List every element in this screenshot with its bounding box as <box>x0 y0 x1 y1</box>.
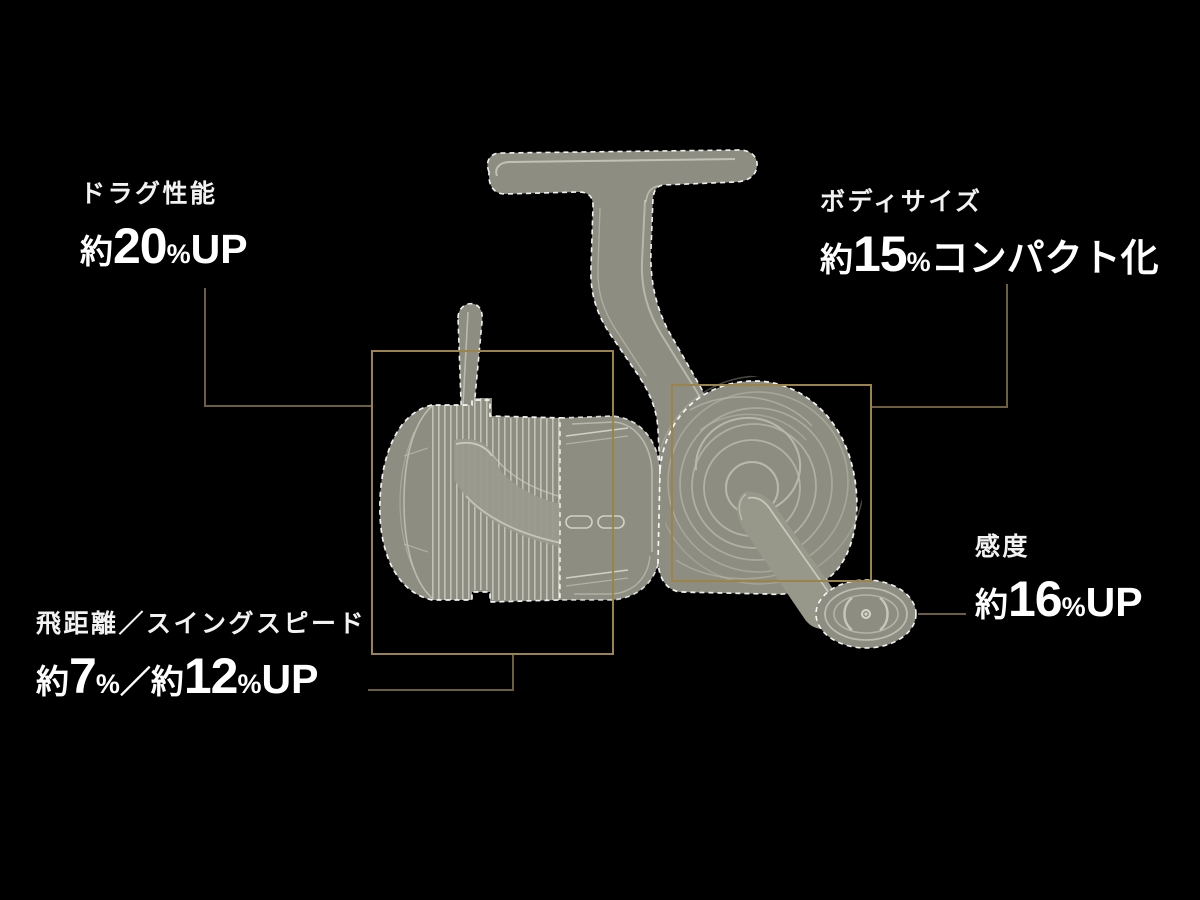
callout-distance-value: 約7%／約12%UP <box>36 651 366 701</box>
leader-line-distance <box>368 654 514 691</box>
callout-drag-value: 約20%UP <box>80 221 248 271</box>
value-unit: コンパクト化 <box>930 238 1159 280</box>
callout-body-caption: ボディサイズ <box>820 188 983 216</box>
value-unit: UP <box>261 656 319 702</box>
bail-arm-outline <box>457 302 484 431</box>
spool-outline <box>379 399 565 603</box>
callout-drag-performance: ドラグ性能 約20%UP <box>80 180 248 272</box>
callout-body-size: ボディサイズ 約15%コンパクト化 <box>820 188 1159 280</box>
handle-shaft <box>737 491 843 629</box>
percent-sign: % <box>95 669 120 699</box>
percent-sign: % <box>166 239 191 269</box>
callout-distance-swing: 飛距離／スイングスピード 約7%／約12%UP <box>36 610 367 702</box>
value-number-2: 12 <box>183 648 239 704</box>
value-number: 7 <box>69 648 97 704</box>
percent-sign: % <box>906 247 931 277</box>
percent-sign-2: % <box>237 669 262 699</box>
callout-sensitivity: 感度 約16%UP <box>975 533 1143 625</box>
percent-sign: % <box>1061 592 1086 622</box>
approx-prefix-2: 約 <box>150 663 184 700</box>
value-unit: UP <box>190 226 248 272</box>
value-number: 16 <box>1008 571 1063 627</box>
approx-prefix: 約 <box>975 586 1008 623</box>
highlight-box-spool <box>370 349 615 656</box>
approx-prefix: 約 <box>80 233 113 270</box>
callout-sensitivity-value: 約16%UP <box>975 574 1143 624</box>
value-number: 15 <box>853 226 908 282</box>
highlight-box-body <box>670 383 873 583</box>
value-unit: UP <box>1085 579 1143 625</box>
rotor-slot-detail <box>565 427 629 587</box>
approx-prefix: 約 <box>820 241 853 278</box>
value-separator: ／ <box>119 665 151 700</box>
callout-sensitivity-caption: 感度 <box>975 533 1031 561</box>
rotor-cup <box>560 416 660 600</box>
reel-foot-stem <box>487 149 758 470</box>
reel-shapes <box>379 149 917 649</box>
leader-line-body <box>871 284 1008 408</box>
callout-body-value: 約15%コンパクト化 <box>820 229 1159 279</box>
callout-drag-caption: ドラグ性能 <box>80 180 218 208</box>
approx-prefix: 約 <box>36 663 69 700</box>
value-number: 20 <box>113 218 168 274</box>
leader-line-drag <box>204 288 372 407</box>
callout-distance-caption: 飛距離／スイングスピード <box>36 610 367 638</box>
reel-body-outline <box>657 380 858 596</box>
gear-housing-contours <box>660 375 863 585</box>
reel-foot-stem-outline <box>486 149 758 471</box>
